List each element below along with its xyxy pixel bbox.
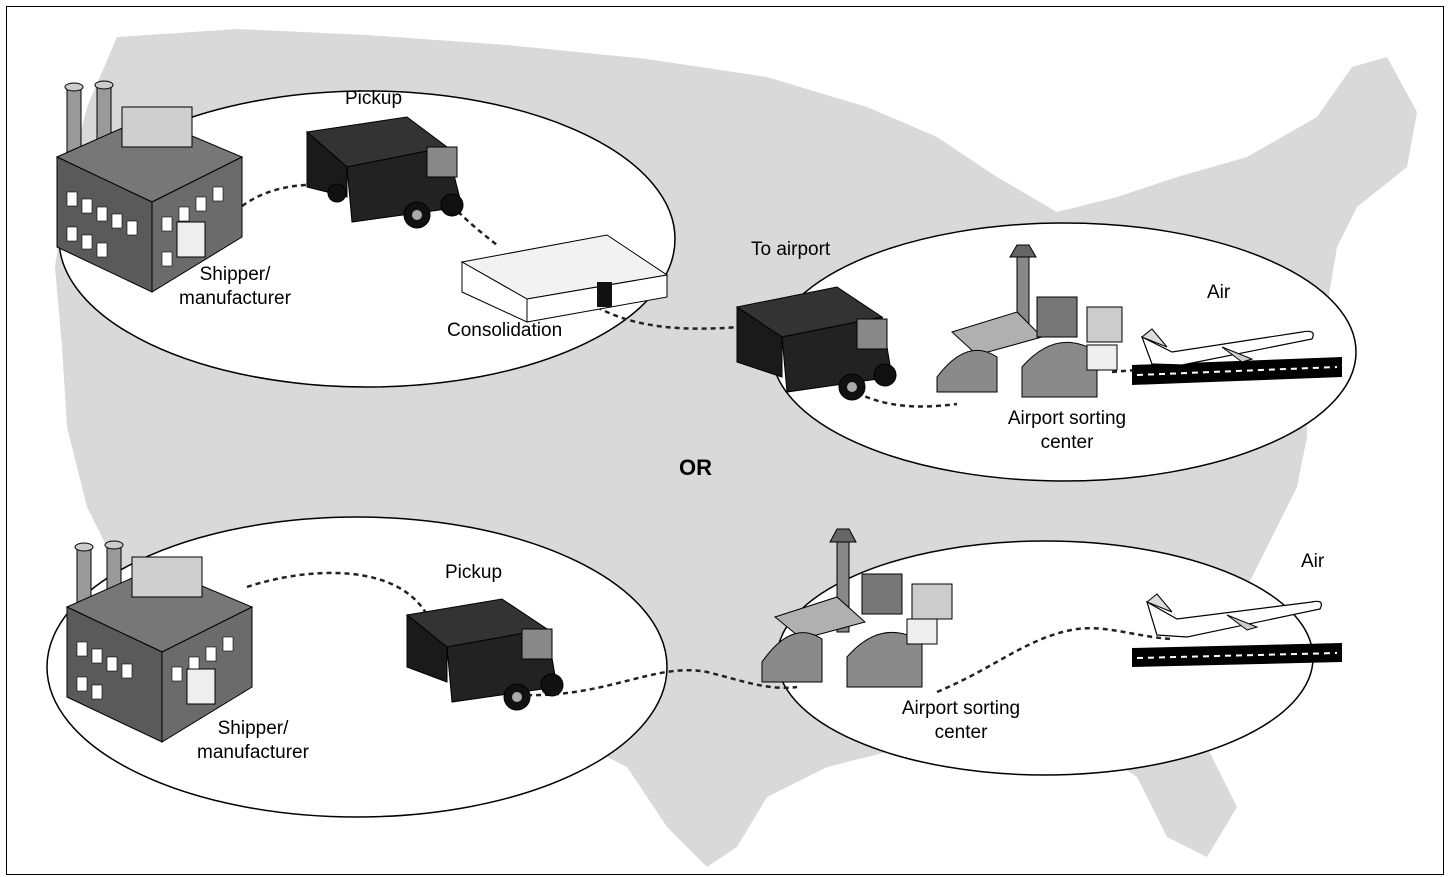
bottom-sorting-label-line2: center bbox=[934, 722, 988, 743]
truck-icon bbox=[405, 598, 564, 711]
truck-icon bbox=[305, 116, 464, 229]
bottom-pickup-label: Pickup bbox=[445, 562, 503, 583]
top-route-truck-to-sorting bbox=[856, 391, 958, 408]
bottom-route-shipper-to-pickup bbox=[246, 571, 429, 616]
top-sorting-label-line2: center bbox=[1040, 432, 1094, 453]
top-shipper-label-line1: Shipper/ bbox=[199, 264, 271, 285]
airplane-icon bbox=[1140, 328, 1314, 366]
top-sorting-label-line1: Airport sorting bbox=[1007, 408, 1127, 429]
top-shipper-label-line2: manufacturer bbox=[179, 288, 291, 309]
factory-icon bbox=[55, 80, 244, 293]
top-pickup-label: Pickup bbox=[345, 88, 403, 109]
runway-icon bbox=[1132, 643, 1342, 667]
bottom-sorting-label-line1: Airport sorting bbox=[901, 698, 1021, 719]
airport-icon bbox=[761, 528, 953, 688]
bottom-shipper-label-line1: Shipper/ bbox=[217, 718, 289, 739]
top-route-consolidation-to-truck bbox=[596, 305, 740, 330]
airport-icon bbox=[936, 244, 1123, 398]
diagram-canvas bbox=[46, 29, 1417, 867]
bottom-route-pickup-to-sorting bbox=[526, 668, 798, 697]
bottom-air-label: Air bbox=[1301, 551, 1325, 572]
bottom-shipper-label-line2: manufacturer bbox=[197, 742, 309, 763]
top-to-airport-label: To airport bbox=[751, 239, 831, 260]
airplane-icon bbox=[1145, 593, 1322, 638]
factory-icon bbox=[65, 540, 254, 743]
bottom-route-sorting-to-air bbox=[936, 627, 1173, 694]
or-label: OR bbox=[679, 455, 712, 480]
top-consolidation-label: Consolidation bbox=[447, 320, 563, 341]
truck-icon bbox=[735, 286, 897, 401]
top-route-pickup-to-consolidation bbox=[451, 204, 498, 246]
top-air-label: Air bbox=[1207, 282, 1231, 303]
diagram-frame: Pickup Shipper/ manufacturer Consolidati… bbox=[6, 6, 1444, 875]
warehouse-icon bbox=[460, 234, 669, 323]
